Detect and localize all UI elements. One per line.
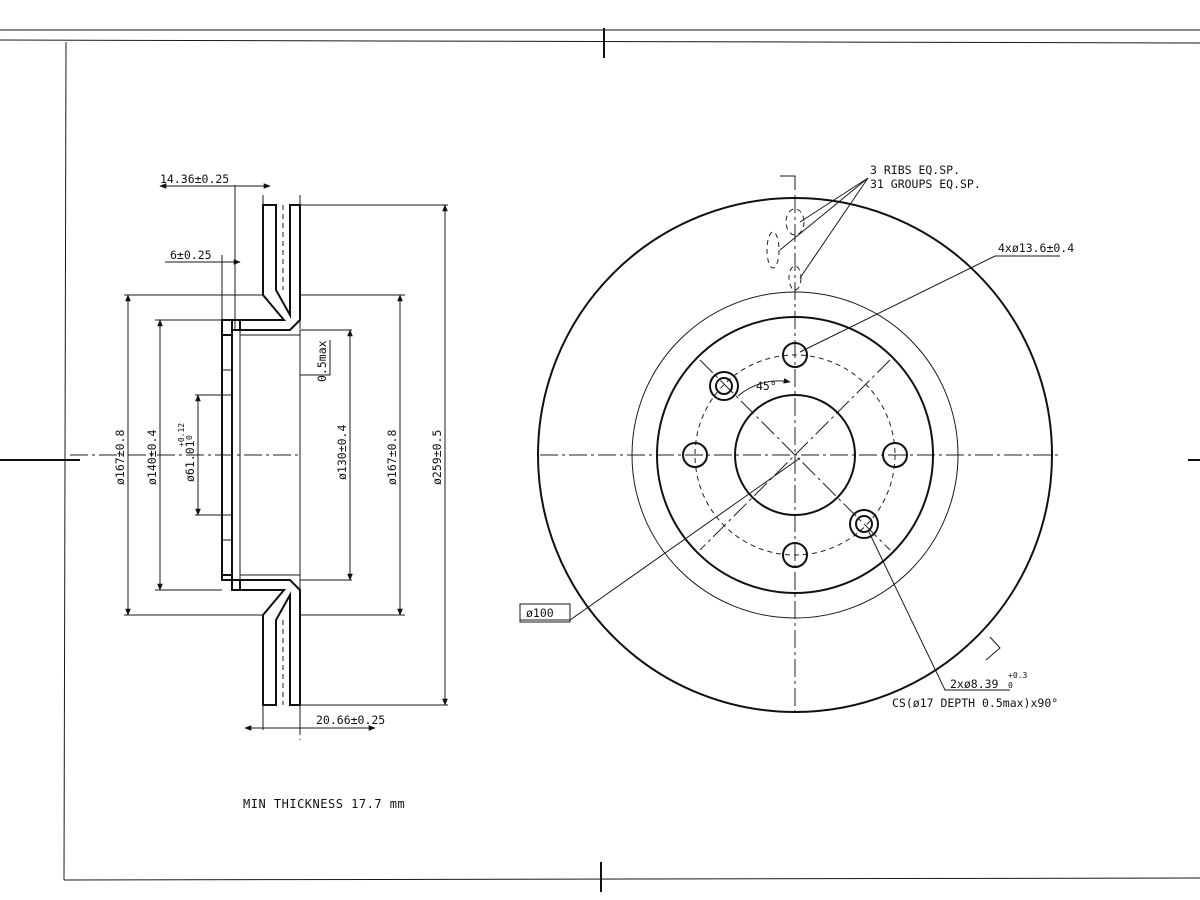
front-view: 3 RIBS EQ.SP. 31 GROUPS EQ.SP. 4xø13.6±0…: [519, 163, 1074, 715]
sheet-frame: [0, 28, 1200, 892]
dim-d140: ø140±0.4: [145, 430, 159, 485]
dim-top-width: 14.36±0.25: [160, 172, 229, 186]
countersink-label: CS(ø17 DEPTH 0.5max)x90°: [892, 696, 1058, 710]
bolt-holes-label: 4xø13.6±0.4: [998, 241, 1074, 255]
dim-d61: ø61.01: [183, 440, 197, 482]
dim-d167-left: ø167±0.8: [113, 430, 127, 485]
dim-runout: 0.5max: [315, 340, 329, 382]
pin-tol-lower: 0: [1008, 681, 1013, 690]
dim-d167-right: ø167±0.8: [385, 430, 399, 485]
dim-d130: ø130±0.4: [335, 425, 349, 480]
dim-hub-width: 6±0.25: [170, 248, 212, 262]
dim-d61-tol-upper: +0.12: [177, 423, 186, 447]
pin-tol-upper: +0.3: [1008, 671, 1027, 680]
dim-d61-tol-lower: 0: [185, 435, 194, 440]
dim-bottom-width: 20.66±0.25: [316, 713, 385, 727]
ribs-note-1: 3 RIBS EQ.SP.: [870, 163, 960, 177]
pcd-label: ø100: [526, 606, 554, 620]
section-view: 14.36±0.25 6±0.25 20.66±0.25 ø167±0.8 ø1…: [70, 172, 448, 740]
angle-label: 45°: [756, 379, 777, 393]
min-thickness-note: MIN THICKNESS 17.7 mm: [243, 797, 405, 811]
ribs-note-2: 31 GROUPS EQ.SP.: [870, 177, 981, 191]
dim-d259: ø259±0.5: [430, 430, 444, 485]
pin-holes-label: 2xø8.39: [950, 677, 999, 691]
